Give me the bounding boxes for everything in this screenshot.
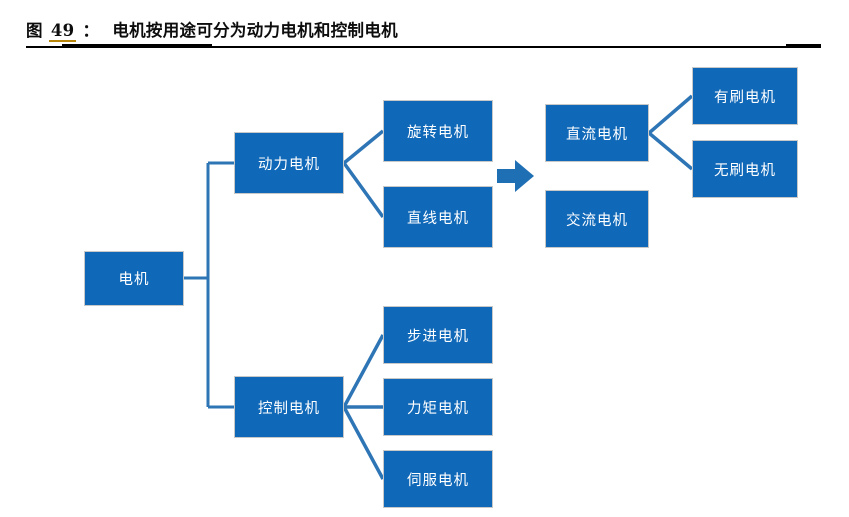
node-ac-motor[interactable]: 交流电机 xyxy=(545,190,649,248)
node-label: 直线电机 xyxy=(407,210,469,227)
node-rotary-motor[interactable]: 旋转电机 xyxy=(383,100,493,162)
node-linear-motor[interactable]: 直线电机 xyxy=(383,186,493,248)
page-title: 图 49 ： 电机按用途可分为动力电机和控制电机 xyxy=(26,17,398,42)
block-arrow-icon xyxy=(497,160,534,192)
node-label: 控制电机 xyxy=(258,400,320,417)
figure-title-text: 电机按用途可分为动力电机和控制电机 xyxy=(112,21,398,40)
node-label: 伺服电机 xyxy=(407,472,469,489)
node-label: 交流电机 xyxy=(566,212,628,229)
figure-label: 图 xyxy=(26,21,43,40)
edge-dc-brushed xyxy=(647,94,694,135)
header-rule-cap xyxy=(786,44,821,48)
edge-control-servo xyxy=(342,406,385,480)
node-servo-motor[interactable]: 伺服电机 xyxy=(383,450,493,508)
edge-dc-brushless xyxy=(647,131,694,171)
node-label: 电机 xyxy=(118,272,150,288)
motor-classification-diagram: 电机 动力电机 控制电机 旋转电机 直线电机 直流电机 交流电机 有刷电机 无刷… xyxy=(0,56,849,517)
node-label: 旋转电机 xyxy=(407,124,469,141)
node-control-motor[interactable]: 控制电机 xyxy=(234,376,344,438)
node-brushless-motor[interactable]: 无刷电机 xyxy=(692,140,798,198)
node-label: 动力电机 xyxy=(258,156,320,173)
figure-colon: ： xyxy=(82,21,100,40)
edge-control-stepper xyxy=(342,334,385,408)
node-torque-motor[interactable]: 力矩电机 xyxy=(383,378,493,436)
node-label: 直流电机 xyxy=(566,126,628,143)
figure-header: 图 49 ： 电机按用途可分为动力电机和控制电机 xyxy=(0,0,849,56)
node-power-motor[interactable]: 动力电机 xyxy=(234,132,344,194)
node-label: 无刷电机 xyxy=(714,162,776,179)
node-label: 步进电机 xyxy=(407,328,469,345)
header-rule xyxy=(26,46,821,48)
edge-power-linear xyxy=(342,161,385,219)
node-brushed-motor[interactable]: 有刷电机 xyxy=(692,67,798,125)
node-label: 力矩电机 xyxy=(407,400,469,417)
node-motor[interactable]: 电机 xyxy=(84,251,184,306)
node-label: 有刷电机 xyxy=(714,89,776,106)
figure-number: 49 xyxy=(48,21,77,42)
connector-layer xyxy=(184,94,694,480)
node-stepper-motor[interactable]: 步进电机 xyxy=(383,306,493,364)
header-rule-accent xyxy=(62,44,212,48)
edge-power-rotary xyxy=(342,129,385,165)
node-dc-motor[interactable]: 直流电机 xyxy=(545,104,649,162)
